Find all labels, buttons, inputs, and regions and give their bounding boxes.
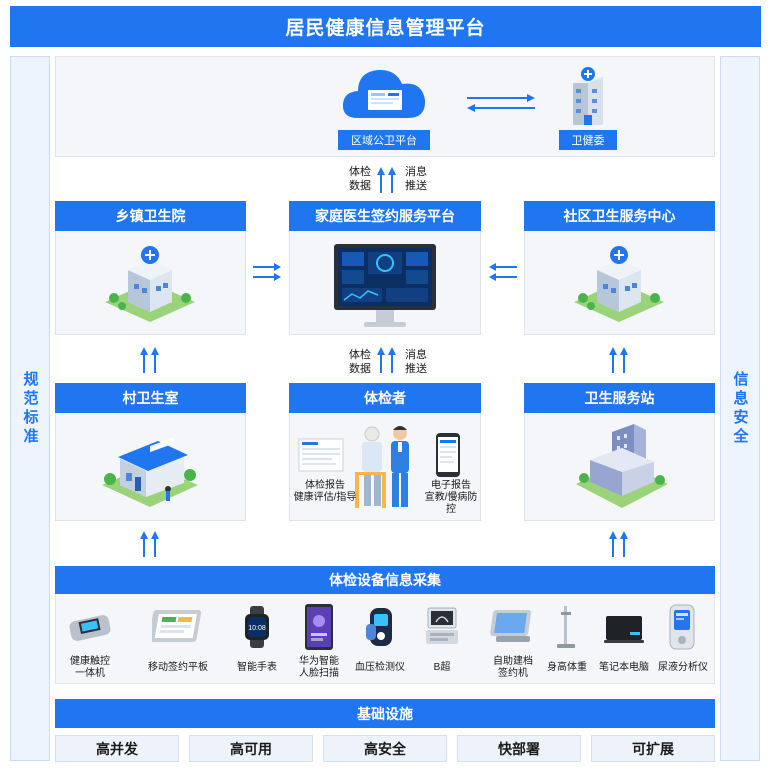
self-service-kiosk-icon	[490, 606, 536, 646]
flow-top-arrows-icon	[376, 166, 398, 194]
device-label-touch-kiosk: 健康触控 一体机	[70, 656, 110, 679]
dashboard-monitor-icon	[330, 240, 440, 332]
right-up-arrows-icon	[608, 346, 630, 374]
cloud-platform-icon	[338, 60, 430, 122]
commission-label: 卫健委	[559, 130, 617, 150]
report-left-label: 体检报告 健康评估/指导	[293, 480, 357, 503]
commission-building-icon	[563, 65, 613, 127]
height-weight-icon	[555, 604, 577, 650]
village-clinic-icon	[98, 425, 202, 510]
flow-top-up-label: 体检数据	[349, 166, 371, 192]
station-up-arrows-icon	[608, 530, 630, 558]
left-arrows-icon	[488, 262, 518, 282]
community-building-icon	[569, 240, 669, 325]
flow-mid-down-label: 消息推送	[405, 349, 427, 375]
devices-header: 体检设备信息采集	[55, 566, 715, 594]
infra-item-deploy: 快部署	[457, 735, 581, 762]
health-station-header: 卫生服务站	[524, 383, 715, 413]
village-up-arrows-icon	[139, 530, 161, 558]
ultrasound-icon	[424, 606, 460, 648]
touch-kiosk-icon	[66, 606, 114, 646]
blood-pressure-icon	[364, 606, 398, 648]
device-label-ultrasound: B超	[433, 662, 451, 673]
regional-platform-label: 区域公卫平台	[338, 130, 430, 150]
center-up-arrows-icon	[376, 346, 398, 374]
device-label-height-weight: 身高体重	[547, 662, 587, 673]
security-sidebar: 信息安全	[720, 56, 760, 761]
phone-report-icon	[435, 432, 461, 478]
doctor-patient-icon	[352, 424, 422, 512]
security-label: 信息安全	[731, 370, 749, 447]
community-center-header: 社区卫生服务中心	[524, 201, 715, 231]
report-sheet-icon	[298, 438, 344, 472]
flow-top-down-label: 消息推送	[405, 166, 427, 192]
svg-text:10:08: 10:08	[248, 625, 266, 632]
infra-item-scalable: 可扩展	[591, 735, 715, 762]
device-label-urine-analyzer: 尿液分析仪	[658, 662, 708, 673]
smart-watch-icon: 10:08	[242, 606, 272, 648]
infra-item-security: 高安全	[323, 735, 447, 762]
health-station-icon	[572, 420, 672, 512]
right-arrows-icon	[252, 262, 282, 282]
page-title: 居民健康信息管理平台	[10, 6, 761, 47]
examinee-header: 体检者	[289, 383, 481, 413]
standards-label: 规范标准	[21, 370, 39, 447]
standards-sidebar: 规范标准	[10, 56, 50, 761]
urine-analyzer-icon	[667, 604, 697, 650]
device-label-face-scanner: 华为智能 人脸扫描	[299, 656, 339, 679]
exchange-arrows-icon	[465, 93, 537, 113]
family-doctor-header: 家庭医生签约服务平台	[289, 201, 481, 231]
infra-header: 基础设施	[55, 699, 715, 728]
hospital-building-icon	[100, 240, 200, 325]
left-up-arrows-icon	[139, 346, 161, 374]
signing-tablet-icon	[152, 608, 204, 644]
device-label-self-kiosk: 自助建档 签约机	[493, 656, 533, 679]
infra-item-concurrency: 高并发	[55, 735, 179, 762]
face-scanner-icon	[302, 603, 336, 651]
device-label-blood-pressure: 血压检测仪	[355, 662, 405, 673]
device-label-watch: 智能手表	[237, 662, 277, 673]
device-label-laptop: 笔记本电脑	[599, 662, 649, 673]
flow-mid-up-label: 体检数据	[349, 349, 371, 375]
report-right-label: 电子报告 宣教/慢病防控	[424, 480, 478, 515]
township-hospital-header: 乡镇卫生院	[55, 201, 246, 231]
device-label-tablet: 移动签约平板	[148, 662, 208, 673]
infra-item-availability: 高可用	[189, 735, 313, 762]
village-clinic-header: 村卫生室	[55, 383, 246, 413]
laptop-icon	[604, 614, 644, 644]
